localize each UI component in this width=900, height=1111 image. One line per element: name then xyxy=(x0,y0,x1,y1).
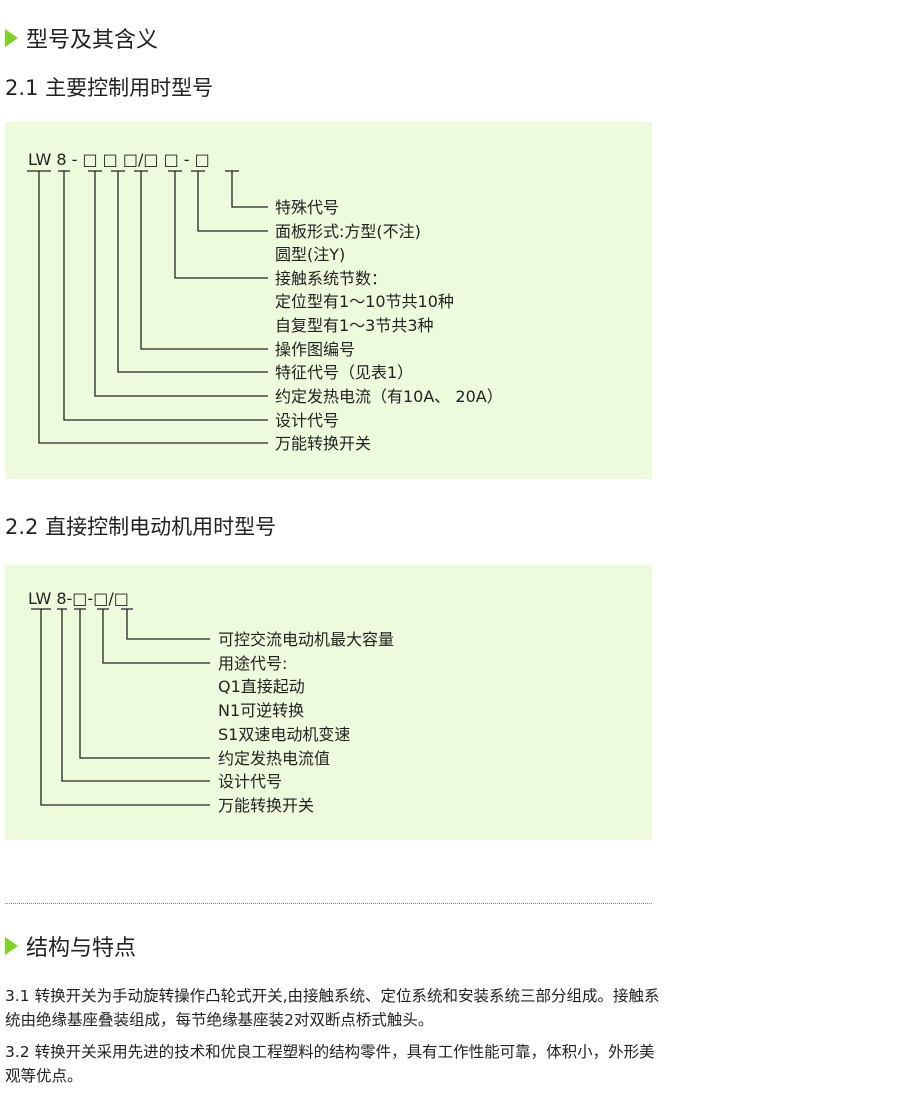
label: 用途代号: xyxy=(218,654,287,673)
label: 面板形式:方型(不注) xyxy=(275,222,421,241)
leader-line xyxy=(74,608,210,759)
label: N1可逆转换 xyxy=(218,701,304,720)
leader-line xyxy=(225,170,268,208)
label: 定位型有1～10节共10种 xyxy=(275,292,454,311)
leader-line xyxy=(121,608,210,640)
diagram-2-1: LW 8 - □ □ □/□ □ - □ 特殊代号 面板形式:方型(不注) 圆型… xyxy=(5,122,652,479)
label: 设计代号 xyxy=(218,772,282,791)
dotted-divider xyxy=(5,903,652,904)
label: 约定发热电流值 xyxy=(218,749,330,768)
leader-line xyxy=(27,170,268,444)
model-code: LW 8 - □ □ □/□ □ - □ xyxy=(28,150,210,169)
label: 特征代号（见表1） xyxy=(275,363,413,382)
leader-line xyxy=(58,170,268,421)
label: S1双速电动机变速 xyxy=(218,725,350,744)
leader-line xyxy=(97,608,210,664)
label: 圆型(注Y) xyxy=(275,245,345,264)
label: 自复型有1～3节共3种 xyxy=(275,316,434,335)
label: 万能转换开关 xyxy=(218,796,314,815)
leader-line xyxy=(111,170,268,373)
heading-text: 结构与特点 xyxy=(26,936,137,961)
section-heading-model: 型号及其含义 xyxy=(5,22,158,54)
heading-text: 型号及其含义 xyxy=(26,28,159,53)
label: 特殊代号 xyxy=(275,198,339,217)
label: Q1直接起动 xyxy=(218,677,305,696)
subheading-2-2: 2.2 直接控制电动机用时型号 xyxy=(5,515,277,539)
leader-line xyxy=(191,170,268,232)
section-heading-structure: 结构与特点 xyxy=(5,930,136,962)
triangle-bullet-icon xyxy=(5,29,18,47)
subheading-2-1: 2.1 主要控制用时型号 xyxy=(5,76,214,100)
model-code: LW 8-□-□/□ xyxy=(28,589,129,608)
triangle-bullet-icon xyxy=(5,937,18,955)
leader-line xyxy=(57,608,210,782)
leader-line xyxy=(134,170,268,350)
leader-line xyxy=(31,608,210,806)
diagram-2-2: LW 8-□-□/□ 可控交流电动机最大容量 用途代号: Q1直接起动 N1可逆… xyxy=(5,565,652,840)
label: 万能转换开关 xyxy=(275,434,371,453)
paragraph-3-2: 3.2 转换开关采用先进的技术和优良工程塑料的结构零件，具有工作性能可靠，体积小… xyxy=(5,1043,655,1085)
label: 操作图编号 xyxy=(275,340,355,359)
leader-line xyxy=(168,170,268,279)
label: 接触系统节数： xyxy=(275,269,387,288)
label: 设计代号 xyxy=(275,411,339,430)
leader-line xyxy=(88,170,268,397)
paragraph-3-1: 3.1 转换开关为手动旋转操作凸轮式开关,由接触系统、定位系统和安装系统三部分组… xyxy=(5,987,660,1029)
label: 约定发热电流（有10A、 20A） xyxy=(275,387,503,406)
label: 可控交流电动机最大容量 xyxy=(218,630,394,649)
